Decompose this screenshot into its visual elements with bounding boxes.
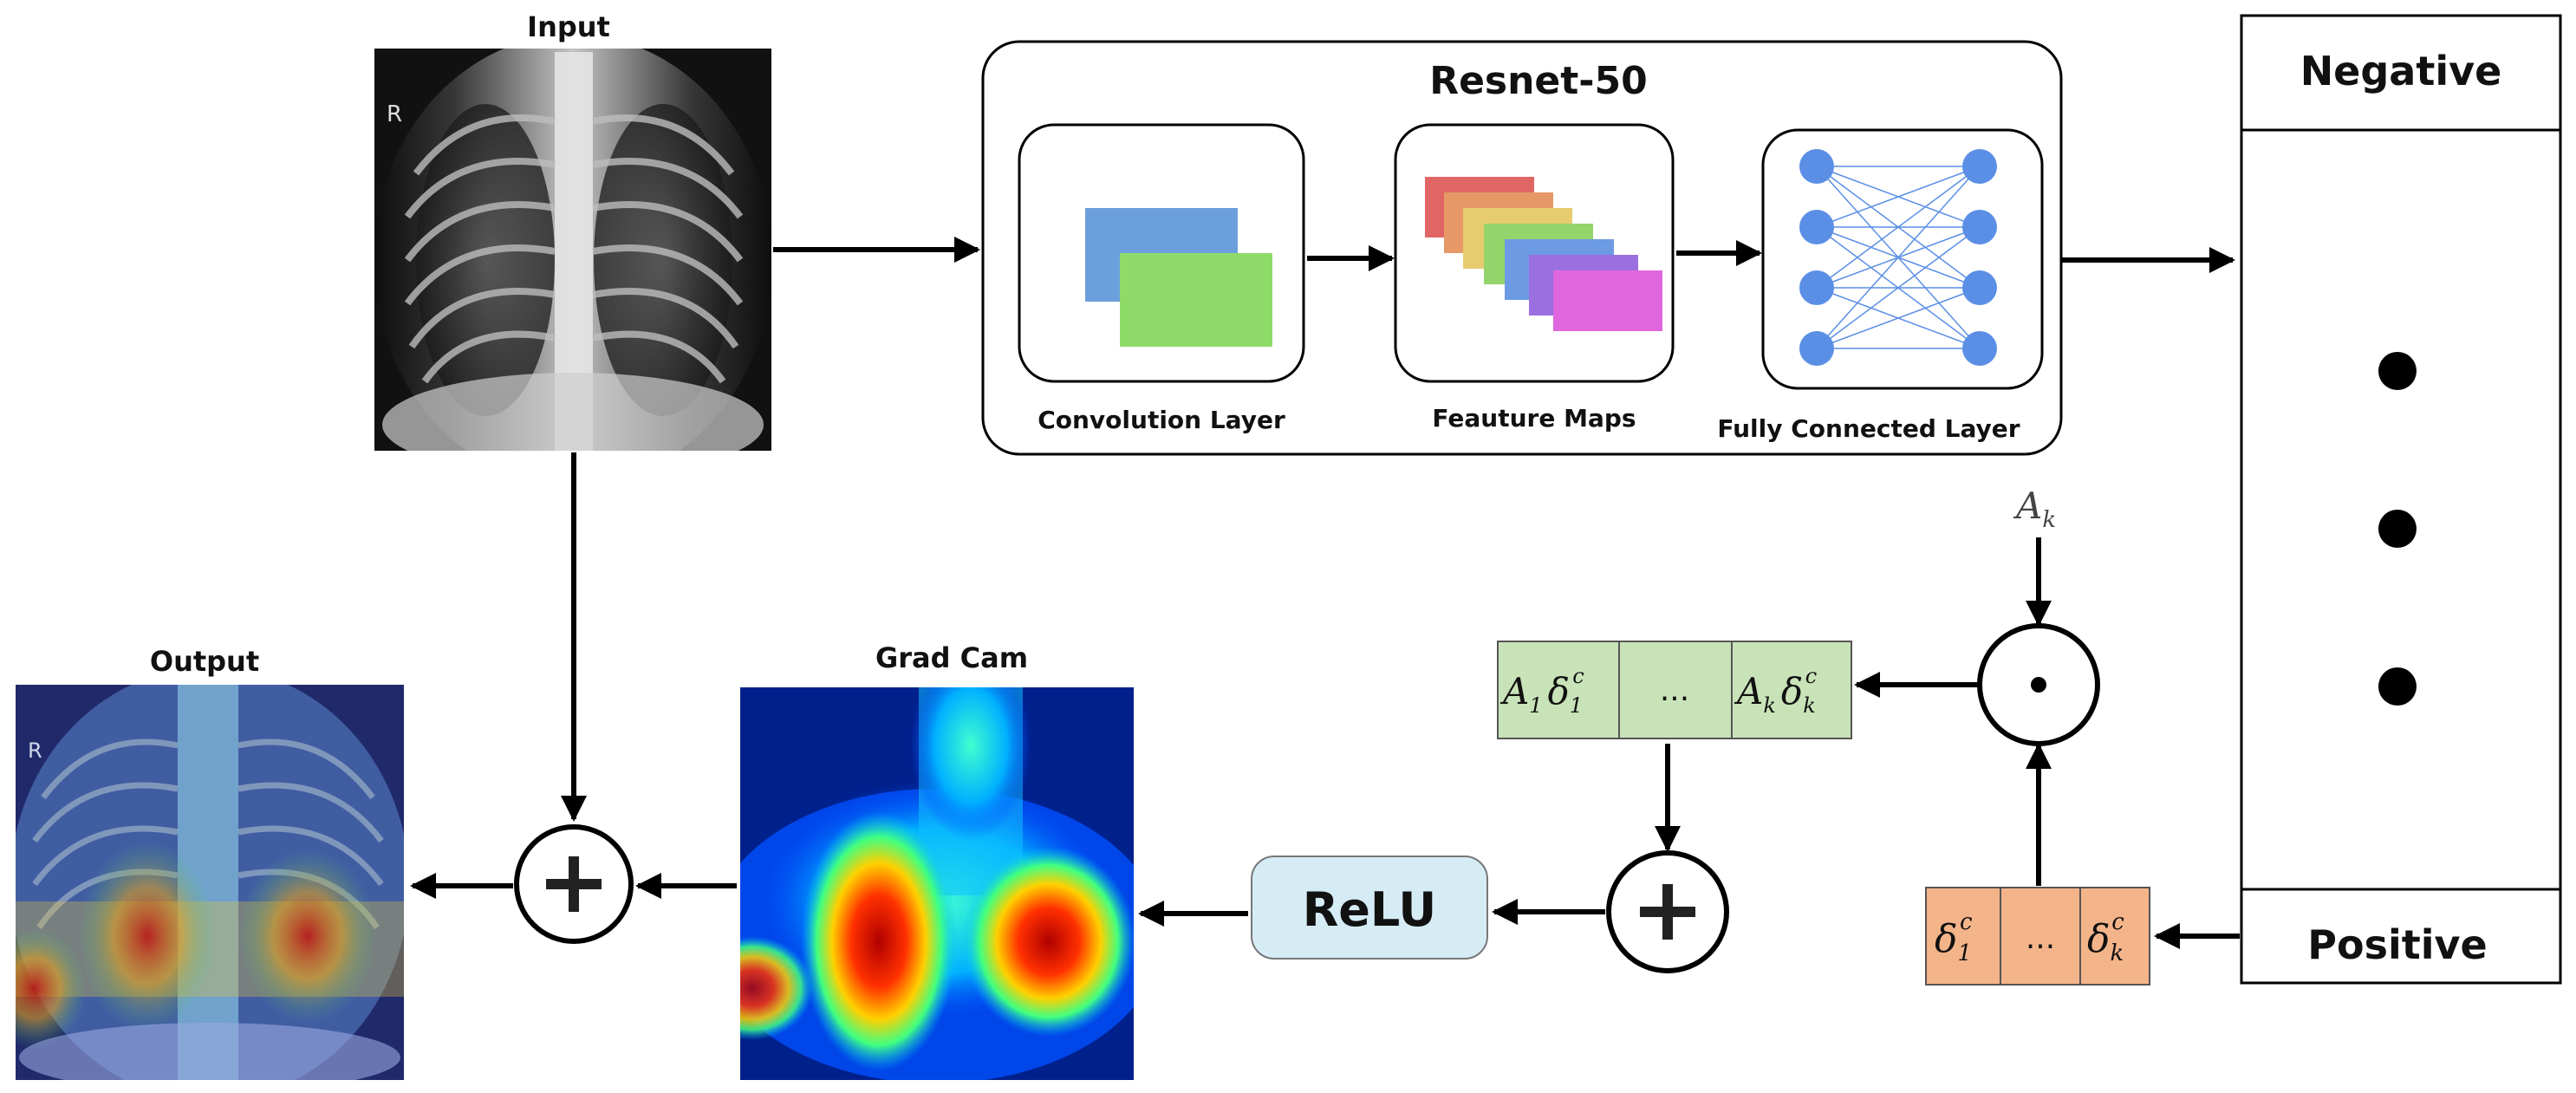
ellipsis-dot — [2378, 510, 2417, 548]
fc-node — [1962, 149, 1997, 184]
feature-map-7 — [1553, 270, 1662, 331]
fc-node — [1962, 331, 1997, 366]
resnet-title: Resnet-50 — [1429, 59, 1648, 103]
elementwise-product-node — [1977, 623, 2100, 746]
output-overlay-image: R — [16, 685, 404, 1080]
fc-node — [1799, 270, 1834, 305]
overlay-sum-node — [514, 824, 634, 944]
relu-label: ReLU — [1303, 882, 1437, 937]
fc-node — [1962, 270, 1997, 305]
gradcam-heatmap-image — [740, 687, 1134, 1080]
gradient-vector: δ1c ... δkc — [1925, 887, 2150, 986]
conv-layer-label: Convolution Layer — [1038, 406, 1285, 434]
fc-network-edges — [1816, 166, 1981, 349]
output-r-marker: R — [28, 738, 42, 763]
fc-node — [1799, 149, 1834, 184]
ellipsis-dot — [2378, 667, 2417, 706]
class-positive-label: Positive — [2307, 921, 2487, 968]
fc-nodes — [1799, 149, 1997, 366]
class-negative-label: Negative — [2300, 48, 2502, 94]
fc-layer-label: Fully Connected Layer — [1717, 414, 2020, 443]
ellipsis-dot — [2378, 352, 2417, 390]
fc-node — [1799, 331, 1834, 366]
conv-kernel-front — [1120, 253, 1272, 347]
input-title: Input — [527, 10, 610, 43]
input-xray-image: R — [374, 49, 771, 451]
sum-node — [1606, 850, 1729, 973]
input-r-marker: R — [387, 101, 402, 127]
weighted-ellipsis: ... — [1660, 673, 1689, 708]
output-title: Output — [150, 645, 259, 678]
gradient-delta-1: δ1c — [1935, 909, 1973, 966]
feature-map-stack — [1425, 177, 1662, 331]
class-output-panel — [2240, 14, 2562, 985]
fc-node — [1799, 210, 1834, 244]
gradient-delta-k: δkc — [2087, 909, 2124, 966]
gradcam-title: Grad Cam — [875, 641, 1028, 674]
relu-block — [1251, 856, 1488, 960]
gradient-ellipsis: ... — [2026, 921, 2055, 956]
fc-node — [1962, 210, 1997, 244]
ak-label: Ak — [2013, 485, 2056, 533]
feature-maps-label: Feauture Maps — [1432, 404, 1636, 433]
